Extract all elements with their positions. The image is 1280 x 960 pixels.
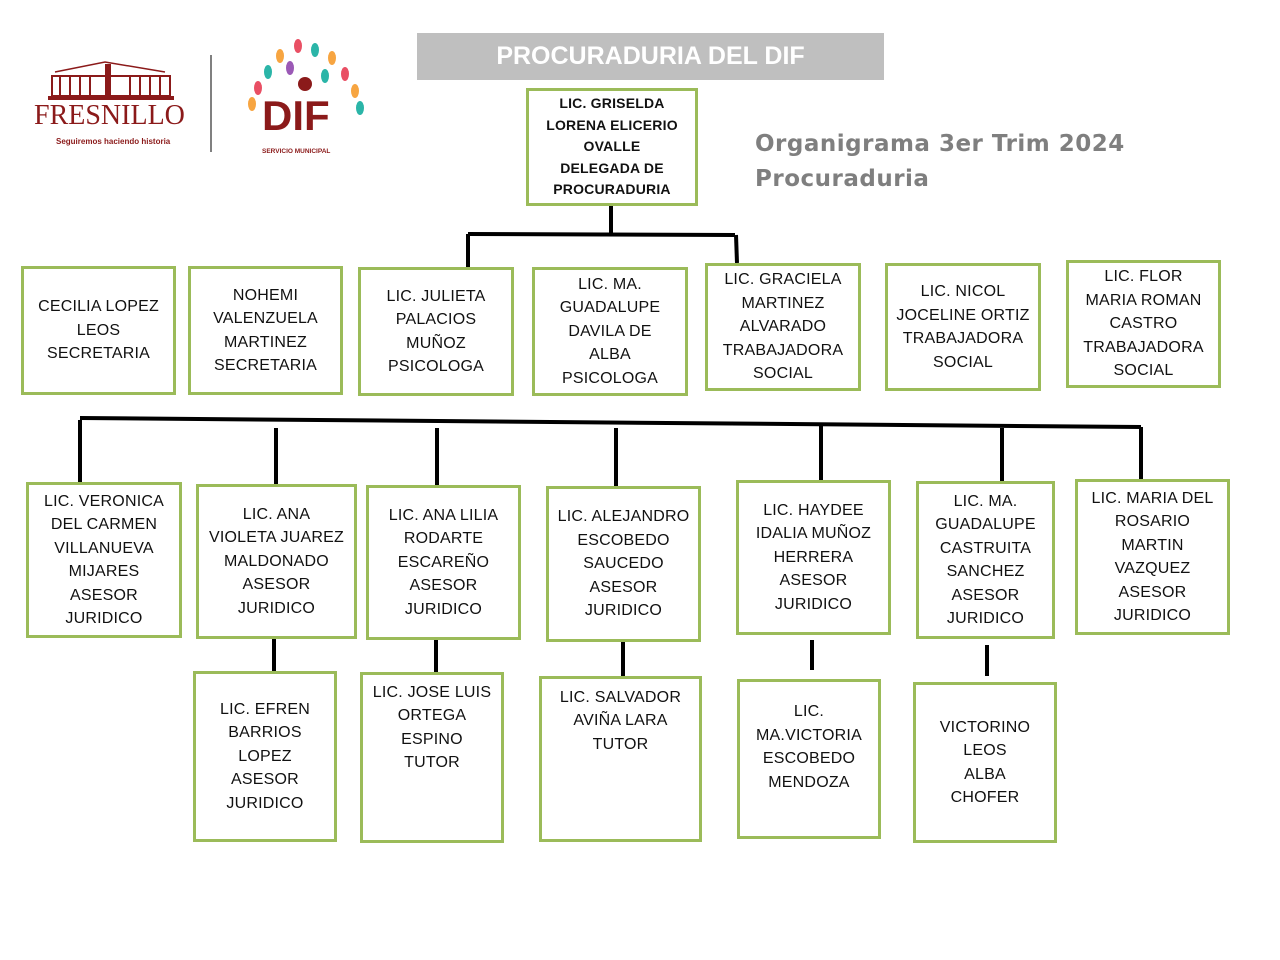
- box-text: VICTORINO LEOS ALBA CHOFER: [939, 718, 1031, 807]
- org-box: LIC. ALEJANDRO ESCOBEDO SAUCEDO ASESOR J…: [546, 486, 701, 642]
- box-text: LIC. GRACIELA MARTINEZ ALVARADO TRABAJAD…: [722, 271, 844, 383]
- org-box: LIC. SALVADOR AVIÑA LARA TUTOR: [539, 676, 702, 842]
- dif-logo-tagline: SERVICIO MUNICIPAL: [262, 148, 330, 155]
- box-text: LIC. MARIA DEL ROSARIO MARTIN VAZQUEZ AS…: [1091, 489, 1214, 625]
- org-box: NOHEMI VALENZUELA MARTINEZ SECRETARIA: [188, 266, 343, 395]
- page-title: PROCURADURIA DEL DIF: [417, 33, 884, 80]
- fresnillo-logo: FRESNILLO Seguiremos haciendo historia: [30, 58, 200, 148]
- box-text: LIC. GRISELDA LORENA ELICERIO OVALLE DEL…: [546, 95, 678, 198]
- box-text: CECILIA LOPEZ LEOS SECRETARIA: [38, 298, 159, 363]
- dif-logo: DIF SERVICIO MUNICIPAL: [240, 36, 370, 156]
- org-box: LIC. GRACIELA MARTINEZ ALVARADO TRABAJAD…: [705, 263, 861, 391]
- box-text: LIC. FLOR MARIA ROMAN CASTRO TRABAJADORA…: [1083, 268, 1204, 380]
- fresnillo-logo-text: FRESNILLO: [34, 100, 185, 131]
- org-box: LIC. ANA VIOLETA JUAREZ MALDONADO ASESOR…: [196, 484, 357, 639]
- box-text: LIC. HAYDEE IDALIA MUÑOZ HERRERA ASESOR …: [755, 501, 872, 613]
- box-text: LIC. SALVADOR AVIÑA LARA TUTOR: [559, 688, 682, 753]
- subtitle: Organigrama 3er Trim 2024: [755, 131, 1125, 157]
- box-text: LIC. MA. GUADALUPE CASTRUITA SANCHEZ ASE…: [935, 492, 1036, 628]
- org-box: LIC. VERONICA DEL CARMEN VILLANUEVA MIJA…: [26, 482, 182, 638]
- org-box: LIC. MA. GUADALUPE CASTRUITA SANCHEZ ASE…: [916, 481, 1055, 639]
- org-box: LIC. EFREN BARRIOS LOPEZ ASESOR JURIDICO: [193, 671, 337, 842]
- org-box: LIC. JOSE LUIS ORTEGA ESPINO TUTOR: [360, 672, 504, 843]
- org-box: LIC. MARIA DEL ROSARIO MARTIN VAZQUEZ AS…: [1075, 479, 1230, 635]
- org-box: LIC. ANA LILIA RODARTE ESCAREÑO ASESOR J…: [366, 485, 521, 640]
- box-text: LIC. ANA VIOLETA JUAREZ MALDONADO ASESOR…: [209, 505, 344, 617]
- org-box: LIC. JULIETA PALACIOS MUÑOZ PSICOLOGA: [358, 267, 514, 396]
- box-text: LIC. ALEJANDRO ESCOBEDO SAUCEDO ASESOR J…: [557, 508, 690, 620]
- org-box: VICTORINO LEOS ALBA CHOFER: [913, 682, 1057, 843]
- org-box: LIC. NICOL JOCELINE ORTIZ TRABAJADORA SO…: [885, 263, 1041, 391]
- box-text: LIC. MA.VICTORIA ESCOBEDO MENDOZA: [756, 703, 862, 791]
- box-text: LIC. ANA LILIA RODARTE ESCAREÑO ASESOR J…: [388, 506, 499, 618]
- box-text: LIC. MA. GUADALUPE DAVILA DE ALBA PSICOL…: [559, 275, 661, 387]
- org-box-head: LIC. GRISELDA LORENA ELICERIO OVALLE DEL…: [526, 88, 698, 206]
- box-text: LIC. JOSE LUIS ORTEGA ESPINO TUTOR: [372, 683, 492, 772]
- box-text: LIC. JULIETA PALACIOS MUÑOZ PSICOLOGA: [386, 287, 486, 376]
- fresnillo-logo-tagline: Seguiremos haciendo historia: [56, 137, 171, 146]
- box-text: LIC. VERONICA DEL CARMEN VILLANUEVA MIJA…: [44, 492, 164, 628]
- box-text: LIC. EFREN BARRIOS LOPEZ ASESOR JURIDICO: [219, 700, 310, 812]
- org-box: CECILIA LOPEZ LEOS SECRETARIA: [21, 266, 176, 395]
- org-box: LIC. MA. GUADALUPE DAVILA DE ALBA PSICOL…: [532, 267, 688, 396]
- box-text: LIC. NICOL JOCELINE ORTIZ TRABAJADORA SO…: [896, 283, 1030, 371]
- box-text: NOHEMI VALENZUELA MARTINEZ SECRETARIA: [213, 286, 318, 375]
- department-label: Procuraduria: [755, 166, 930, 192]
- org-box: LIC. MA.VICTORIA ESCOBEDO MENDOZA: [737, 679, 881, 839]
- dif-logo-text: DIF: [262, 92, 330, 139]
- org-box: LIC. FLOR MARIA ROMAN CASTRO TRABAJADORA…: [1066, 260, 1221, 388]
- org-box: LIC. HAYDEE IDALIA MUÑOZ HERRERA ASESOR …: [736, 480, 891, 635]
